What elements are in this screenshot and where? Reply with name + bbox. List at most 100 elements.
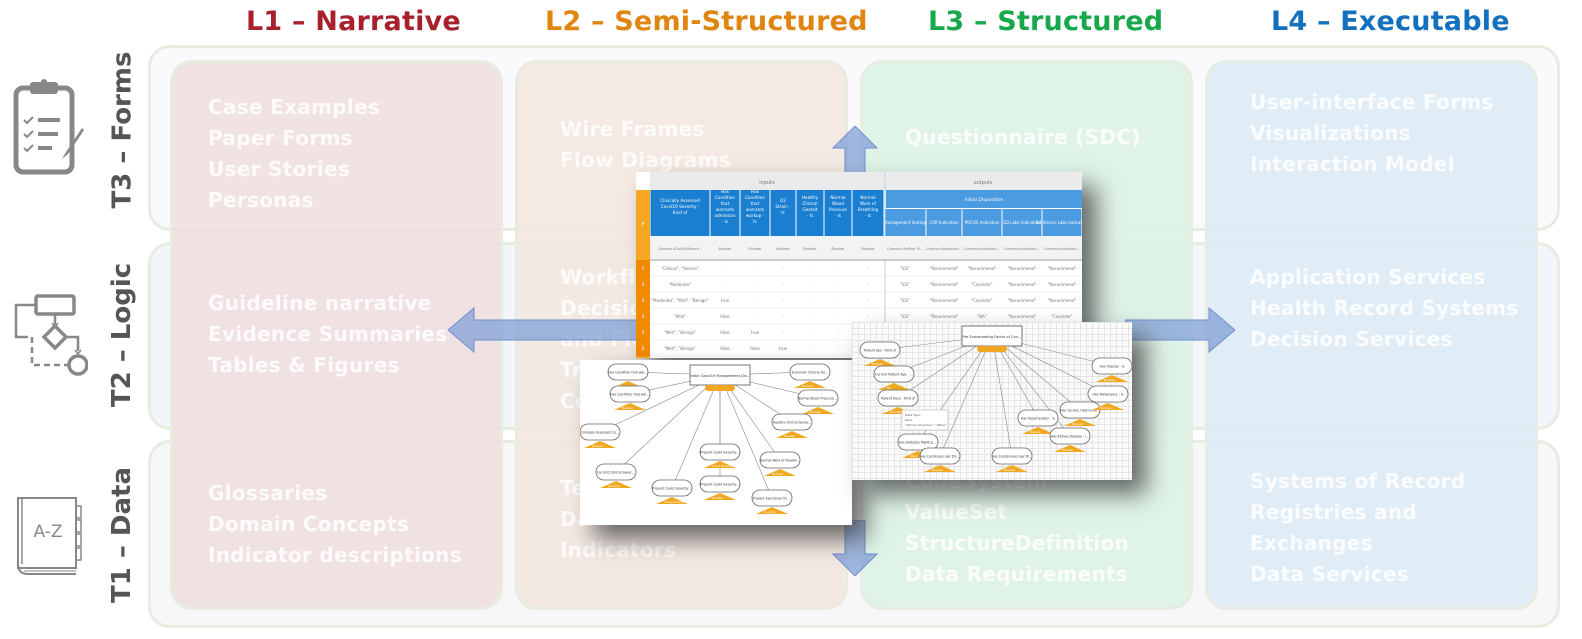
rule-number: 2: [642, 282, 645, 288]
input-column-label: Condition: [745, 195, 765, 200]
input-column-label: admission: [714, 213, 736, 218]
rule-input-cell: -: [867, 298, 869, 303]
rule-input-cell: -: [754, 282, 756, 287]
rule-output-cell: "ED": [900, 282, 909, 287]
type-tag-label: Boolean: [1062, 448, 1074, 452]
output-column-label: Admission Labs Indication: [1036, 220, 1082, 225]
type-tag: [1064, 419, 1096, 426]
input-data-label: Has Diabetes Mellitus …: [899, 441, 938, 445]
input-data-label: Normal Work of Breathi…: [760, 459, 800, 463]
input-column-label: - Is: [865, 213, 871, 218]
input-data-node: [1017, 409, 1059, 427]
rule-number: 4: [642, 314, 645, 320]
type-cell: Common.tSetting "H…: [887, 247, 923, 251]
output-group-label: Initial Disposition: [965, 197, 1004, 203]
input-column-header: [710, 190, 740, 236]
decision-graph-screenshot-right: Pre Exacerbating Factor of Cov…Patient S…: [852, 322, 1132, 480]
input-column-label: Gestalt: [802, 207, 817, 212]
input-data-node: [1087, 385, 1129, 403]
type-tag-label: Boolean: [872, 362, 884, 366]
input-column-label: that: [751, 201, 760, 206]
type-cell: Common.tIndication…: [964, 247, 1000, 251]
input-data-label: Has Cardiovascular Dis…: [920, 455, 960, 459]
output-column-label: POCUS Indication: [965, 220, 1000, 225]
rule-input-cell: -: [837, 314, 839, 319]
rule-number-cell: [636, 260, 650, 276]
input-data-label: Clinically Assessed Co…: [581, 431, 619, 435]
output-column-label: CXR Indication: [929, 220, 959, 225]
type-tag: [600, 481, 632, 488]
input-data-label: Present Covid Severity…: [700, 451, 739, 455]
output-column-header: [1002, 209, 1042, 236]
input-data-label: Healthy Clinical Gesta…: [773, 421, 811, 425]
table-group-header: [650, 172, 1082, 190]
information-requirement-edge: [991, 335, 1013, 457]
input-column-label: Is: [781, 210, 784, 215]
rule-input-cell: "Moderate": [669, 282, 692, 287]
input-data-node: [651, 479, 693, 497]
rule-input-cell: -: [782, 266, 784, 271]
input-data-label: Has Cerebrovascular Di…: [992, 455, 1033, 459]
input-data-node: [991, 447, 1033, 465]
rule-output-cell: "Recommend": [930, 282, 959, 287]
input-data-label: Current Clinical Sever…: [597, 471, 635, 475]
type-cell: Boolean: [777, 247, 790, 251]
rule-input-cell: -: [837, 298, 839, 303]
type-tag-label: Boolean: [592, 444, 604, 448]
arrow-left-icon: [448, 306, 648, 354]
input-column-label: Kind of: [673, 210, 688, 215]
input-column-header: [796, 190, 824, 236]
input-data-node: [797, 389, 839, 407]
type-cell: Common.tIndication…: [926, 247, 962, 251]
input-column-label: that: [721, 201, 730, 206]
input-column-header: [740, 190, 770, 236]
type-tag: [924, 465, 956, 472]
arrow-up-icon: [832, 126, 878, 186]
rule-input-cell: -: [809, 330, 811, 335]
rule-input-cell: -: [754, 314, 756, 319]
input-data-node: [1049, 427, 1091, 445]
input-column-header: [650, 190, 710, 236]
input-column-label: Strain -: [775, 204, 791, 209]
decision-node-label: Initial Covid19 Management Dis…: [690, 374, 751, 378]
input-column-label: Has: [751, 189, 759, 194]
type-cell: Common.tIndication…: [1044, 247, 1080, 251]
input-column-label: Breathing: [858, 207, 879, 212]
rule-output-cell: "Consider": [971, 298, 992, 303]
tooltip-line: Data Type:: [905, 413, 921, 417]
rule-input-cell: false: [720, 330, 730, 335]
type-tag: [1054, 445, 1086, 452]
type-tag: [1092, 403, 1124, 410]
type-tag-label: Boolean: [932, 468, 944, 472]
type-tag: [764, 469, 796, 476]
flowchart-icon: [8, 290, 89, 390]
input-column-label: workup -: [746, 213, 765, 218]
information-requirement-edge: [671, 374, 721, 489]
input-data-label: Present Covid Severity…: [700, 483, 739, 487]
rule-input-cell: -: [754, 298, 756, 303]
type-tag-label: Boolean: [1030, 430, 1042, 434]
input-data-label: Has Chronic Obstructiv…: [1060, 409, 1100, 413]
type-tag-label: Covid Severity: [712, 464, 733, 468]
input-data-node: [1091, 357, 1132, 375]
output-column-header: [926, 209, 962, 236]
rule-number-cell: [636, 292, 650, 308]
rule-output-cell: "Recommend": [1048, 298, 1077, 303]
input-data-node: [771, 413, 813, 431]
rule-input-cell: -: [809, 346, 811, 351]
input-column-label: warrants: [746, 207, 764, 212]
rule-input-cell: -: [837, 282, 839, 287]
rule-input-cell: -: [754, 266, 756, 271]
rule-input-cell: -: [809, 266, 811, 271]
type-cell: Boolean: [719, 247, 732, 251]
type-cell: Boolean: [862, 247, 875, 251]
rule-output-cell: "Consider": [971, 282, 992, 287]
input-data-label: Present Covid Severity…: [652, 487, 691, 491]
rule-output-cell: "NA": [977, 314, 987, 319]
cell-t3-l3: Questionnaire (SDC): [905, 125, 1141, 149]
input-data-label: Present Exertional O2 …: [753, 497, 792, 501]
input-data-node: [919, 447, 961, 465]
